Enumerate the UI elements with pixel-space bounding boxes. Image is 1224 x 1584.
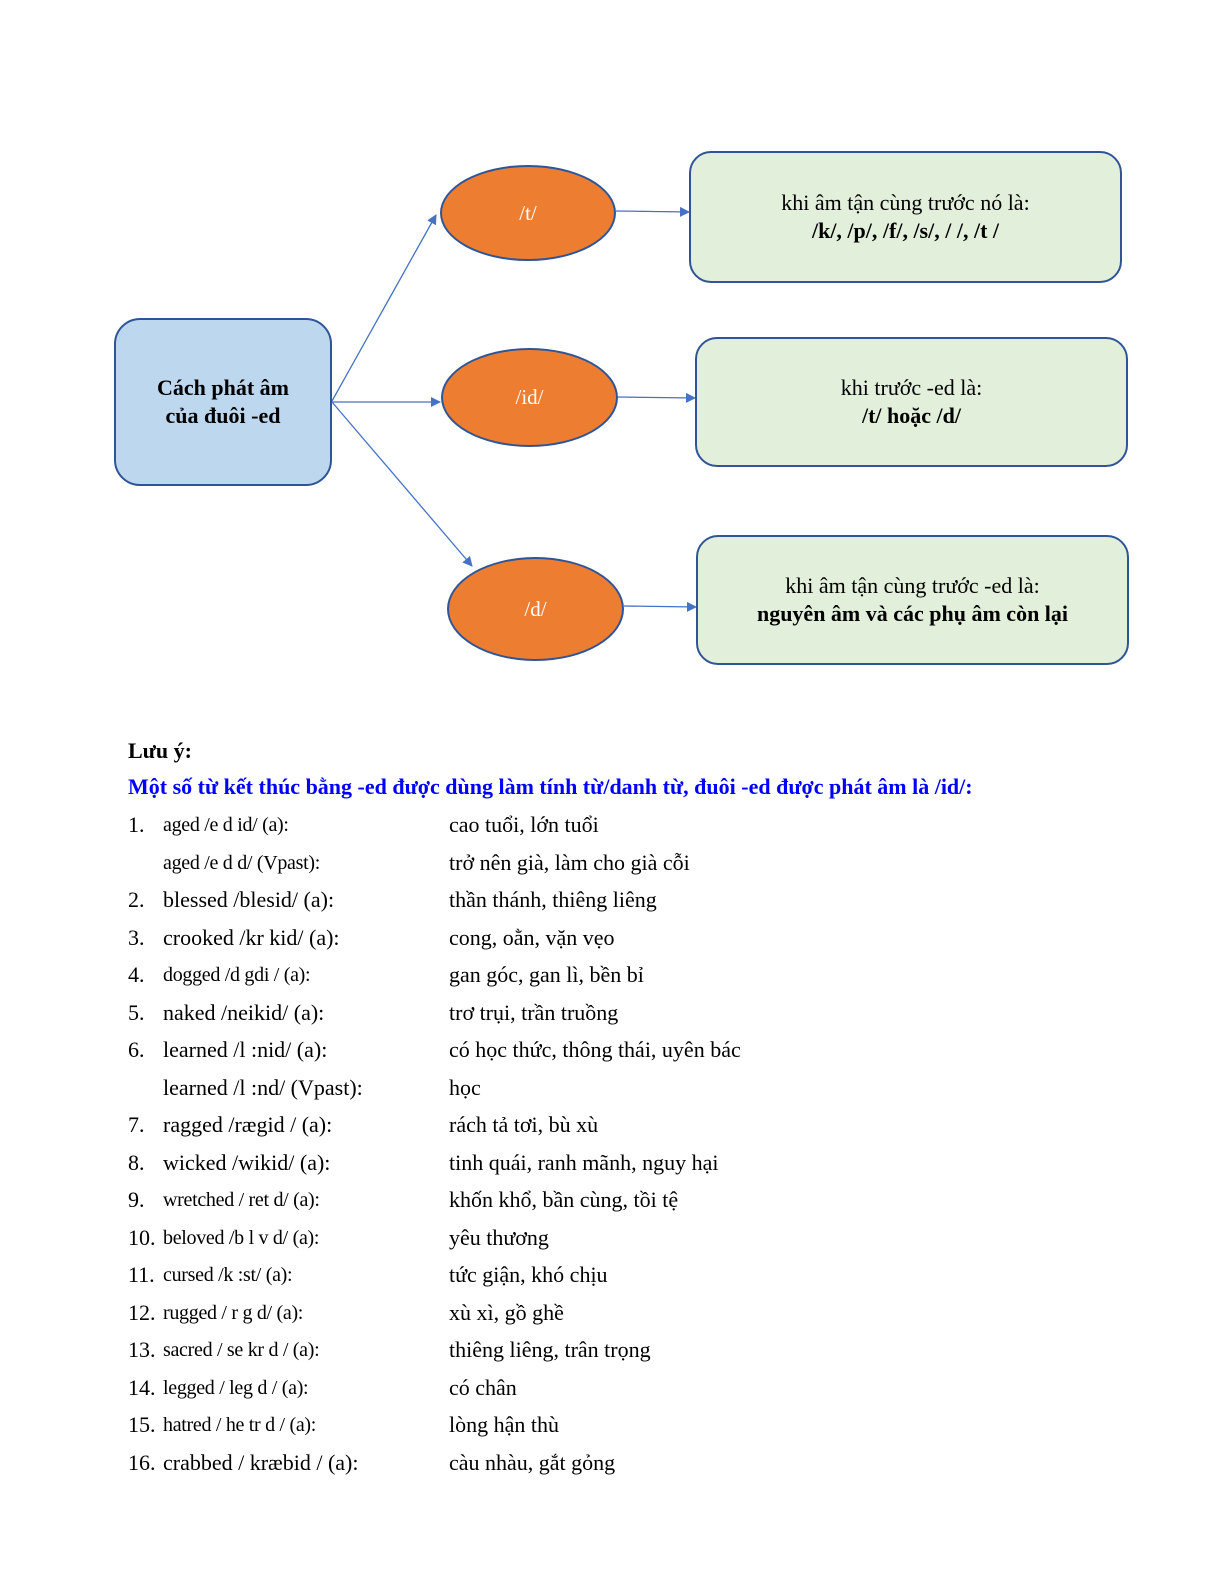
item-word: learned /l :nd/ (Vpast): — [163, 1074, 363, 1100]
item-number: 1. — [128, 812, 145, 837]
item-word: crooked /kr kid/ (a): — [163, 924, 340, 950]
notes-title: Lưu ý: — [128, 738, 192, 763]
item-number: 5. — [128, 999, 145, 1025]
diagram-connectors — [331, 206, 697, 612]
arrow-center-to-d — [331, 401, 473, 567]
item-meaning: thiêng liêng, trân trọng — [449, 1337, 651, 1362]
item-word: crabbed / kræbid / (a): — [163, 1449, 359, 1475]
rule-sounds: /t/ hoặc /d/ — [861, 403, 961, 428]
arrow-d-to-rule — [623, 601, 697, 612]
item-word: wretched / ret d/ (a): — [163, 1189, 320, 1211]
item-meaning: yêu thương — [449, 1224, 549, 1250]
list-item: 11. cursed /k :st/ (a): tức giận, khó chịu — [128, 1260, 1128, 1298]
item-word: cursed /k :st/ (a): — [163, 1264, 293, 1286]
center-topic-line1: Cách phát âm — [156, 375, 289, 400]
item-word: naked /neikid/ (a): — [163, 999, 325, 1025]
item-word: aged /e d id/ (a): — [163, 814, 289, 836]
list-item: 13. sacred / se kr d / (a): thiêng liêng, … — [128, 1335, 1128, 1373]
item-word: blessed /blesid/ (a): — [163, 887, 335, 912]
item-meaning: gan góc, gan lì, bền bỉ — [449, 962, 644, 987]
list-item: 4. dogged /d gdi / (a): gan góc, gan lì, b… — [128, 960, 1128, 998]
item-number: 9. — [128, 1187, 145, 1212]
item-meaning: cao tuổi, lớn tuổi — [449, 812, 599, 837]
item-meaning: thần thánh, thiêng liêng — [449, 887, 657, 912]
item-meaning: có học thức, thông thái, uyên bác — [449, 1037, 741, 1062]
list-item: 3. crooked /kr kid/ (a): cong, oằn, vặn vẹ… — [128, 923, 1128, 961]
item-number: 6. — [128, 1037, 145, 1062]
item-number: 10. — [128, 1224, 156, 1250]
arrow-id-to-rule — [617, 392, 696, 403]
item-number: 13. — [128, 1337, 156, 1362]
item-meaning: tinh quái, ranh mãnh, nguy hại — [449, 1149, 719, 1175]
rule-sounds: nguyên âm và các phụ âm còn lại — [756, 601, 1069, 626]
rule-text: khi âm tận cùng trước -ed là: — [785, 573, 1040, 598]
sound-label: /id/ — [515, 385, 544, 409]
notes-section: Lưu ý: Một số từ kết thúc bằng -ed được … — [128, 736, 1128, 1485]
sound-ellipse-id: /id/ — [441, 348, 618, 447]
item-meaning: càu nhàu, gắt gỏng — [449, 1449, 616, 1475]
item-number: 3. — [128, 924, 145, 950]
sound-label: /t/ — [519, 200, 537, 225]
notes-subtitle: Một số từ kết thúc bằng -ed được dùng là… — [128, 774, 973, 799]
item-word: hatred / he tr d / (a): — [163, 1414, 317, 1436]
item-word: legged / leg d / (a): — [163, 1376, 309, 1399]
list-item: 6. learned /l :nid/ (a): có học thức, thôn… — [128, 1035, 1128, 1073]
arrow-center-to-t — [331, 214, 437, 402]
item-meaning: trơ trụi, trần truồng — [449, 999, 619, 1025]
item-meaning: lòng hận thù — [449, 1412, 559, 1437]
item-number: 11. — [128, 1262, 155, 1287]
item-word: rugged / r g d/ (a): — [163, 1301, 304, 1324]
item-number: 15. — [128, 1412, 156, 1437]
list-item: 14. legged / leg d / (a): có chân — [128, 1373, 1128, 1411]
item-number: 4. — [128, 962, 145, 987]
list-item: 10. beloved /b l v d/ (a): yêu thương — [128, 1223, 1128, 1261]
item-meaning: khốn khổ, bần cùng, tồi tệ — [449, 1187, 679, 1212]
sound-ellipse-d: /d/ — [447, 557, 624, 661]
list-item: 8. wicked /wikid/ (a): tinh quái, ranh mãn… — [128, 1148, 1128, 1186]
list-item: 16. crabbed / kræbid / (a): càu nhàu, gắt … — [128, 1448, 1128, 1486]
word-list: 1. aged /e d id/ (a): cao tuổi, lớn tuổi a… — [128, 810, 1128, 1485]
item-number: 16. — [128, 1449, 156, 1475]
list-item: aged /e d d/ (Vpast): trở nên già, làm ch… — [128, 848, 1128, 886]
item-number: 14. — [128, 1374, 156, 1400]
list-item: 7. ragged /rægid / (a): rách tả tơi, bù xù — [128, 1110, 1128, 1148]
item-number: 12. — [128, 1299, 156, 1325]
rule-text: khi âm tận cùng trước nó là: — [781, 190, 1030, 215]
item-word: wicked /wikid/ (a): — [163, 1149, 331, 1175]
item-word: beloved /b l v d/ (a): — [163, 1226, 320, 1249]
item-word: aged /e d d/ (Vpast): — [163, 851, 320, 874]
item-word: sacred / se kr d / (a): — [163, 1339, 320, 1361]
list-item: learned /l :nd/ (Vpast): học — [128, 1073, 1128, 1111]
rule-text: khi trước -ed là: — [840, 375, 983, 400]
item-meaning: trở nên già, làm cho già cỗi — [449, 849, 690, 875]
item-word: learned /l :nid/ (a): — [163, 1037, 328, 1062]
list-item: 15. hatred / he tr d / (a): lòng hận thù — [128, 1410, 1128, 1448]
item-meaning: rách tả tơi, bù xù — [449, 1112, 599, 1137]
item-meaning: xù xì, gồ ghề — [449, 1299, 564, 1325]
rule-box-id: khi trước -ed là: /t/ hoặc /d/ — [695, 337, 1128, 467]
item-number: 2. — [128, 887, 145, 912]
item-meaning: tức giận, khó chịu — [449, 1262, 608, 1287]
item-number: 8. — [128, 1149, 145, 1175]
rule-sounds: /k/, /p/, /f/, /s/, / /, /t / — [811, 218, 1000, 243]
list-item: 9. wretched / ret d/ (a): khốn khổ, bần cù… — [128, 1185, 1128, 1223]
item-word: ragged /rægid / (a): — [163, 1112, 333, 1137]
rule-box-d: khi âm tận cùng trước -ed là: nguyên âm … — [696, 535, 1129, 665]
item-meaning: cong, oằn, vặn vẹo — [449, 924, 615, 950]
ed-pronunciation-diagram: Cách phát âm của đuôi -ed /t/ /id/ /d/ k… — [0, 0, 1224, 700]
center-topic-box: Cách phát âm của đuôi -ed — [114, 318, 332, 486]
sound-label: /d/ — [524, 596, 547, 621]
arrow-t-to-rule — [615, 206, 690, 217]
item-number: 7. — [128, 1112, 145, 1137]
item-meaning: có chân — [449, 1374, 517, 1400]
list-item: 5. naked /neikid/ (a): trơ trụi, trần truồ… — [128, 998, 1128, 1036]
list-item: 2. blessed /blesid/ (a): thần thánh, thiên… — [128, 885, 1128, 923]
list-item: 1. aged /e d id/ (a): cao tuổi, lớn tuổi — [128, 810, 1128, 848]
sound-ellipse-t: /t/ — [440, 165, 616, 261]
item-meaning: học — [449, 1074, 481, 1100]
center-topic-line2: của đuôi -ed — [165, 403, 281, 428]
rule-box-t: khi âm tận cùng trước nó là: /k/, /p/, /… — [689, 151, 1122, 283]
item-word: dogged /d gdi / (a): — [163, 964, 311, 986]
list-item: 12. rugged / r g d/ (a): xù xì, gồ ghề — [128, 1298, 1128, 1336]
